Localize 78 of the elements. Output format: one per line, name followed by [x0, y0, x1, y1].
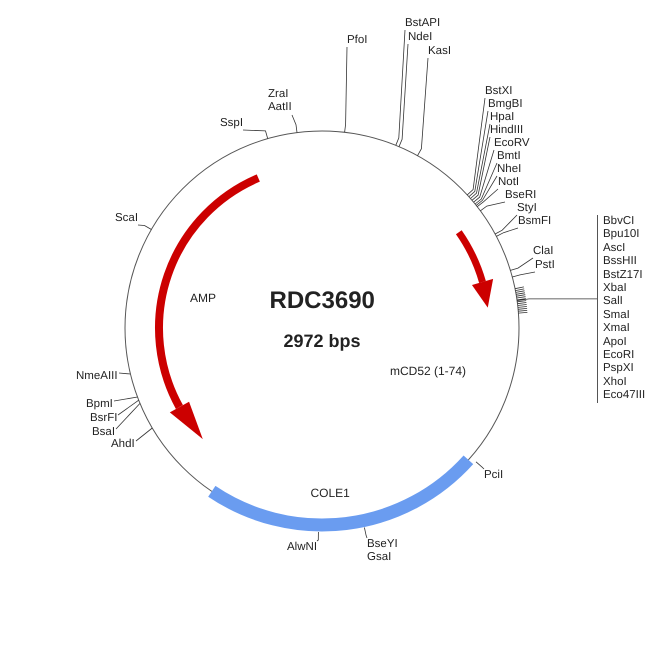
site-label: BssHII: [603, 255, 638, 269]
site-label: EcoRI: [603, 349, 636, 362]
feature-label: mCD52 (1-74): [390, 364, 466, 378]
leader-line: [398, 44, 408, 148]
site-label: ZraI: [268, 88, 290, 102]
leader-line: [470, 124, 490, 199]
site-label: BsmFI: [518, 215, 552, 228]
leader-line: [364, 527, 368, 538]
site-label: AatII: [268, 101, 292, 115]
site-label: GsaI: [367, 551, 392, 565]
plasmid-name: RDC3690: [270, 287, 375, 315]
site-label: SmaI: [603, 308, 631, 322]
site-label: HpaI: [490, 111, 514, 124]
leader-line: [494, 214, 518, 234]
site-label: NotI: [498, 176, 520, 190]
site-label: NdeI: [408, 31, 432, 44]
site-label: NheI: [497, 163, 522, 176]
site-label: ClaI: [533, 245, 554, 258]
leader-line: [114, 396, 138, 402]
leader-line: [118, 372, 131, 374]
site-label: NmeAIII: [76, 370, 118, 384]
leader-line: [480, 202, 506, 212]
leader-line: [116, 403, 140, 430]
site-label: BseYI: [367, 538, 398, 552]
site-label: AscI: [603, 242, 626, 256]
leader-line: [138, 224, 152, 230]
leader-line: [417, 58, 428, 156]
site-label: BbvCI: [603, 215, 636, 228]
leader-line: [510, 258, 534, 271]
leader-line: [466, 98, 486, 196]
site-label: XbaI: [603, 282, 628, 296]
site-label: BpmI: [86, 398, 113, 412]
site-label: XmaI: [603, 322, 631, 336]
site-label: ScaI: [115, 212, 138, 226]
leader-line: [474, 162, 498, 204]
leader-line: [512, 272, 536, 278]
site-label: PspXI: [603, 362, 635, 376]
leader-line: [242, 130, 268, 139]
site-label: KasI: [428, 45, 452, 58]
leader-line: [344, 46, 348, 133]
site-label: BmtI: [497, 150, 521, 164]
site-label: EcoRV: [494, 137, 530, 150]
leader-line: [316, 532, 319, 542]
site-label: XhoI: [603, 376, 628, 390]
leader-line: [476, 188, 498, 208]
site-label: BstZ17I: [603, 268, 644, 282]
site-label: PfoI: [347, 34, 368, 48]
leader-line: [473, 150, 494, 203]
site-label: PciI: [484, 469, 504, 482]
site-label: StyI: [517, 202, 537, 216]
site-label: Bpu10I: [603, 228, 640, 242]
site-label: BstAPI: [405, 17, 440, 30]
leader-line: [476, 176, 498, 206]
site-label: Eco47III: [603, 389, 646, 403]
site-label: SspI: [220, 117, 244, 130]
feature-label: COLE1: [310, 486, 350, 500]
leader-line: [468, 110, 488, 198]
leader-line: [476, 461, 484, 470]
leader-line: [395, 30, 406, 146]
site-label: AlwNI: [287, 541, 318, 554]
site-label: AhdI: [111, 438, 135, 452]
site-label: BsrFI: [90, 412, 118, 426]
leader-line: [496, 228, 518, 237]
site-label: PstI: [535, 259, 555, 272]
site-label: BsaI: [92, 426, 116, 440]
leader-line: [136, 428, 153, 442]
site-label: BmgBI: [488, 98, 523, 112]
site-label: ApoI: [603, 336, 628, 350]
leader-line: [514, 286, 598, 314]
feature-label: AMP: [190, 292, 216, 305]
plasmid-size: 2972 bps: [284, 330, 361, 352]
site-label: SalI: [603, 295, 624, 309]
leader-line: [472, 136, 490, 201]
leader-line: [118, 400, 140, 416]
leader-line: [292, 114, 298, 133]
site-label: BstXI: [485, 85, 512, 98]
site-label: HindIII: [490, 124, 524, 138]
site-label: BseRI: [505, 189, 536, 202]
